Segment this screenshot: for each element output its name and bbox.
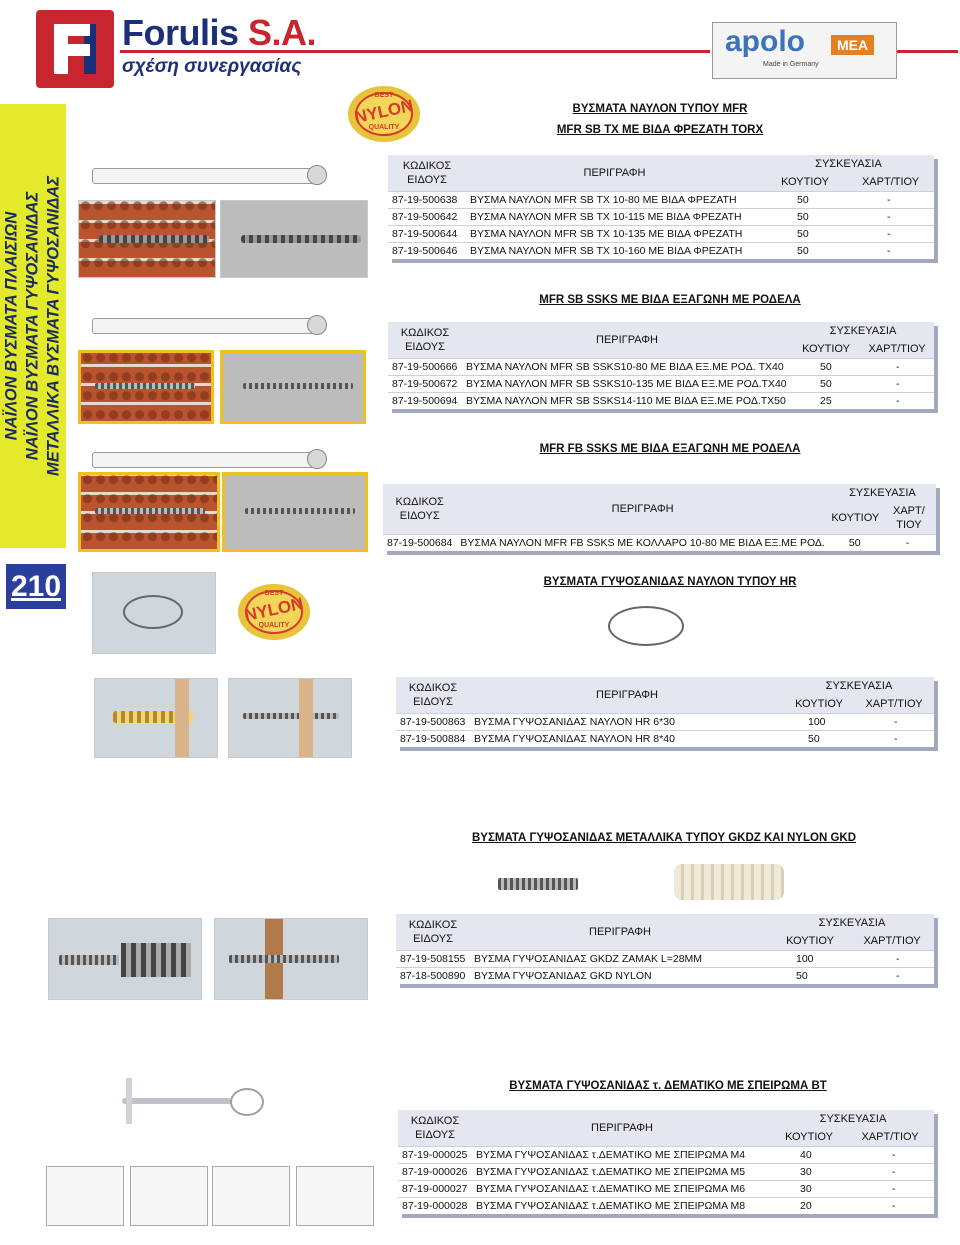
concrete-illustration — [222, 472, 368, 552]
company-logo — [36, 10, 114, 88]
concrete-illustration — [220, 350, 366, 424]
gkdz-anchor-photo — [494, 856, 794, 910]
col-header-packaging: ΣΥΣΚΕΥΑΣΙΑ — [828, 484, 936, 502]
side-banner-text: ΝΑΪΛΟΝ ΒΥΣΜΑΤΑ ΠΛΑΙΣΙΩΝ ΝΑΪΛΟΝ ΒΥΣΜΑΤΑ Γ… — [2, 176, 63, 476]
brick-wall-illustration — [78, 200, 216, 278]
col-header-box: ΚΟΥΤΙΟΥ — [770, 932, 850, 951]
bt-install-step-1 — [46, 1166, 124, 1226]
anchor-photo — [78, 446, 368, 474]
brick-wall-illustration — [78, 350, 214, 424]
bt-install-step-2 — [130, 1166, 208, 1226]
nylon-quality-badge: BEST NYLON QUALITY — [238, 584, 310, 640]
section-title: ΒΥΣΜΑΤΑ ΝΑΥΛΟΝ ΤΥΠΟΥ MFR — [572, 103, 748, 115]
brand-tagline: σχέση συνεργασίας — [122, 56, 302, 77]
col-header-carton: ΧΑΡΤ/ΤΙΟΥ — [847, 173, 934, 192]
gypsum-anchor-illustration — [228, 678, 352, 758]
section-title: ΒΥΣΜΑΤΑ ΓΥΨΟΣΑΝΙΔΑΣ ΝΑΥΛΟΝ ΤΥΠΟΥ HR — [543, 576, 797, 588]
brick-wall-illustration — [78, 472, 220, 552]
section-title: MFR SB SSKS ΜΕ ΒΙΔΑ ΕΞΑΓΩΝΗ ΜΕ ΡΟΔΕΛΑ — [539, 294, 801, 306]
col-header-carton: ΧΑΡΤ/ΤΙΟΥ — [846, 1128, 934, 1147]
col-header-box: ΚΟΥΤΙΟΥ — [784, 695, 854, 714]
bt-install-step-4 — [296, 1166, 374, 1226]
col-header-description: ΠΕΡΙΓΡΑΦΗ — [462, 322, 792, 359]
partner-tagline: Made in Germany — [763, 61, 819, 68]
col-header-description: ΠΕΡΙΓΡΑΦΗ — [466, 155, 763, 192]
col-header-carton: ΧΑΡΤ/ΤΙΟΥ — [854, 695, 934, 714]
section-title: ΒΥΣΜΑΤΑ ΓΥΨΟΣΑΝΙΔΑΣ τ. ΔΕΜΑΤΙΚΟ ΜΕ ΣΠΕΙΡ… — [509, 1080, 827, 1092]
col-header-carton: ΧΑΡΤ/ΤΙΟΥ — [881, 502, 936, 535]
gkdz-install-illustration — [214, 918, 368, 1000]
col-header-packaging: ΣΥΣΚΕΥΑΣΙΑ — [792, 322, 934, 340]
bt-anchor-photo — [120, 1078, 266, 1126]
col-header-description: ΠΕΡΙΓΡΑΦΗ — [470, 677, 784, 714]
concrete-illustration — [220, 200, 368, 278]
col-header-description: ΠΕΡΙΓΡΑΦΗ — [470, 914, 770, 951]
partner-badge: MEA — [831, 35, 875, 55]
side-banner — [0, 104, 66, 548]
col-header-box: ΚΟΥΤΙΟΥ — [763, 173, 847, 192]
col-header-carton: ΧΑΡΤ/ΤΙΟΥ — [850, 932, 934, 951]
section-subtitle: MFR SB TX ΜΕ ΒΙΔΑ ΦΡΕΖΑΤΗ TORX — [556, 124, 764, 136]
partner-wordmark: apolo — [725, 25, 805, 58]
partner-logo: apolo MEA Made in Germany — [712, 22, 897, 79]
col-header-box: ΚΟΥΤΙΟΥ — [792, 340, 860, 359]
header-divider — [120, 50, 710, 53]
col-header-packaging: ΣΥΣΚΕΥΑΣΙΑ — [763, 155, 934, 173]
col-header-description: ΠΕΡΙΓΡΑΦΗ — [456, 484, 829, 535]
gkdz-install-illustration — [48, 918, 202, 1000]
col-header-carton: ΧΑΡΤ/ΤΙΟΥ — [860, 340, 934, 359]
col-header-description: ΠΕΡΙΓΡΑΦΗ — [472, 1110, 772, 1147]
page-number: 210 — [6, 564, 66, 609]
nylon-quality-badge: BEST NYLON QUALITY — [348, 86, 420, 142]
col-header-packaging: ΣΥΣΚΕΥΑΣΙΑ — [772, 1110, 934, 1128]
anchor-photo — [78, 158, 368, 194]
col-header-box: ΚΟΥΤΙΟΥ — [772, 1128, 846, 1147]
col-header-packaging: ΣΥΣΚΕΥΑΣΙΑ — [770, 914, 934, 932]
brand-name: Forulis S.A. — [122, 12, 317, 53]
col-header-packaging: ΣΥΣΚΕΥΑΣΙΑ — [784, 677, 934, 695]
gypsum-anchor-illustration — [94, 678, 218, 758]
bt-install-step-3 — [212, 1166, 290, 1226]
anchor-photo — [78, 308, 368, 344]
col-header-box: ΚΟΥΤΙΟΥ — [828, 502, 882, 535]
gypsum-anchor-illustration — [92, 572, 216, 654]
section-title: MFR FB SSKS ΜΕ ΒΙΔΑ ΕΞΑΓΩΝΗ ΜΕ ΡΟΔΕΛΑ — [539, 443, 801, 455]
hr-anchor-photo — [590, 600, 700, 650]
section-title: ΒΥΣΜΑΤΑ ΓΥΨΟΣΑΝΙΔΑΣ ΜΕΤΑΛΛΙΚΑ ΤΥΠΟΥ GKDZ… — [471, 832, 856, 844]
